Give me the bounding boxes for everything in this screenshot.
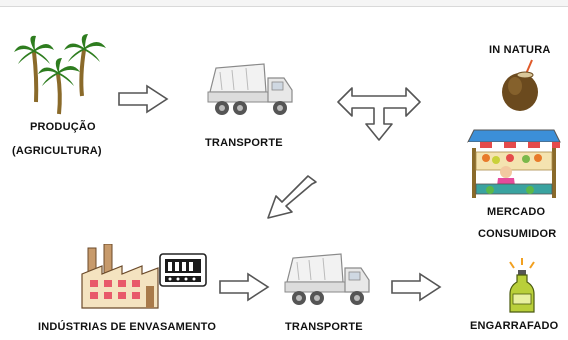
bottle-icon [502, 256, 542, 314]
bottling-machine-icon [158, 252, 208, 290]
dump-truck-icon [206, 62, 296, 122]
transporte-bottom-label: TRANSPORTE [285, 321, 363, 333]
industrias-label: INDÚSTRIAS DE ENVASAMENTO [38, 321, 217, 333]
arrow-right-icon [117, 84, 169, 114]
arrow-down-left-icon [262, 174, 320, 222]
transporte-top-label: TRANSPORTE [205, 137, 283, 149]
agricultura-label: (AGRICULTURA) [12, 145, 102, 157]
engarrafado-label: ENGARRAFADO [470, 320, 559, 332]
in-natura-label: IN NATURA [489, 44, 551, 56]
top-border [0, 0, 568, 7]
palm-trees-icon [14, 34, 114, 116]
mercado-label: MERCADO [487, 206, 546, 218]
arrow-right-icon [390, 272, 442, 302]
factory-icon [80, 244, 160, 310]
producao-label: PRODUÇÃO [30, 121, 96, 133]
dump-truck-icon [283, 252, 373, 312]
three-way-arrow-icon [336, 82, 422, 144]
arrow-right-icon [218, 272, 270, 302]
consumidor-label: CONSUMIDOR [478, 228, 557, 240]
market-stall-icon [466, 128, 562, 200]
coconut-icon [498, 58, 544, 114]
